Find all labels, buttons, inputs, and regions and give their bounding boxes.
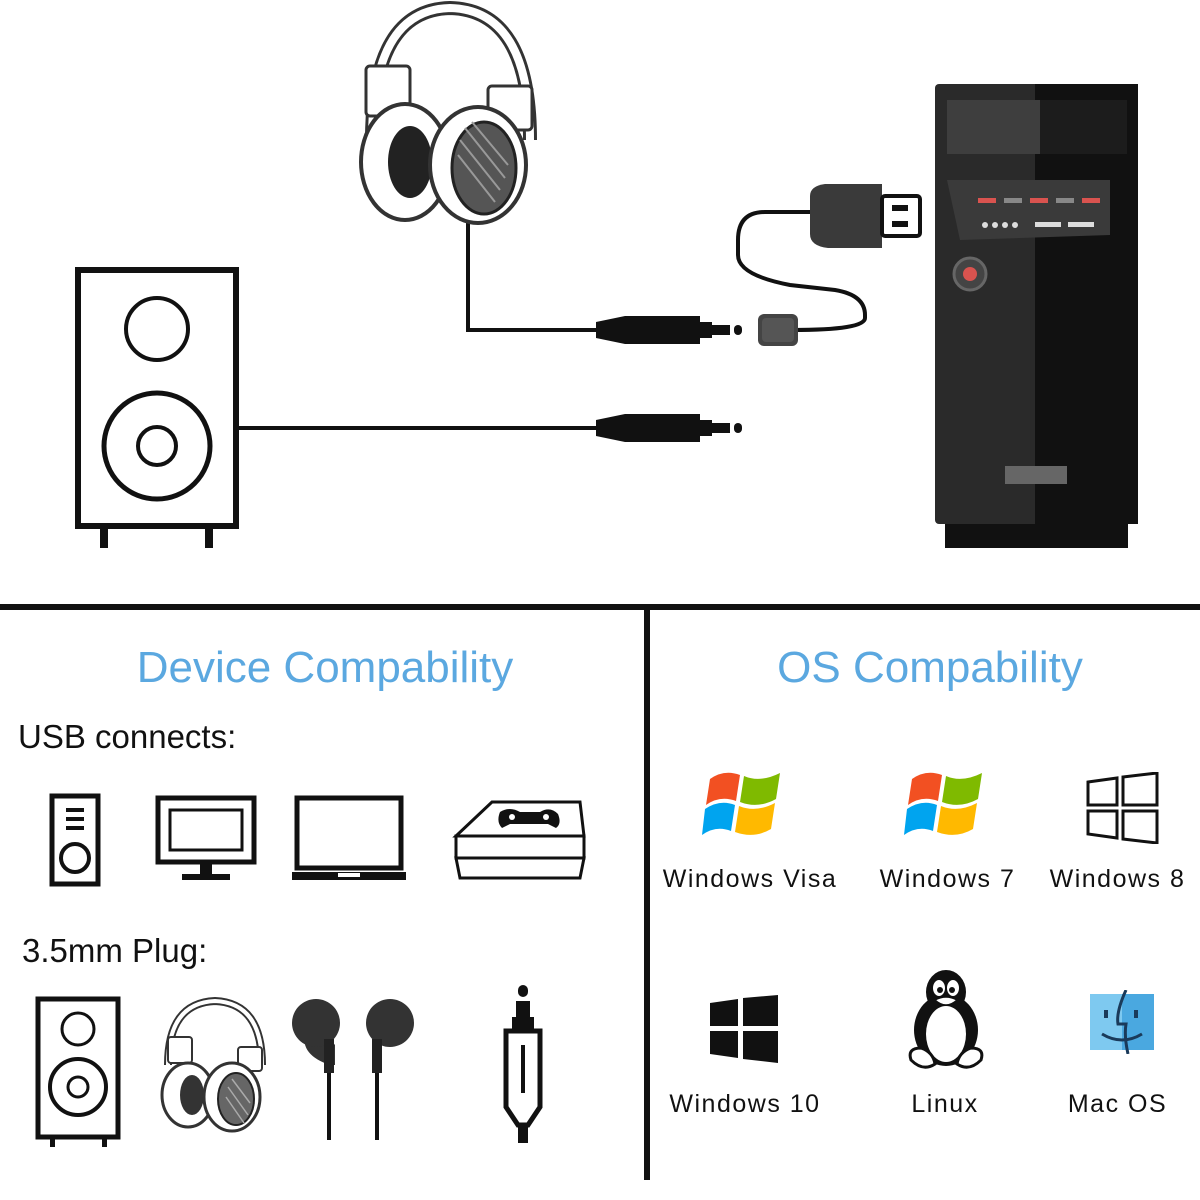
pc-tower-illustration-icon (935, 84, 1138, 548)
usb-connects-label: USB connects: (18, 718, 237, 755)
speaker-illustration-icon (75, 267, 239, 548)
os-label-linux: Linux (911, 1090, 979, 1118)
laptop-icon (292, 795, 406, 880)
earbuds-icon (292, 999, 414, 1140)
os-label-windows-7: Windows 7 (879, 865, 1016, 893)
windows-xp-flag-icon (702, 772, 780, 835)
tux-penguin-icon (908, 970, 984, 1069)
os-label-windows-10: Windows 10 (669, 1090, 821, 1118)
device-compatibility-title: Device Compability (136, 643, 514, 692)
pc-tower-icon (49, 793, 101, 887)
3.5mm-plug-label: 3.5mm Plug: (22, 932, 208, 969)
desktop-monitor-icon (155, 795, 257, 880)
vertical-divider (644, 610, 650, 1180)
small-headphones-icon (160, 996, 266, 1133)
headphone-3.5mm-jack-icon (596, 316, 742, 344)
plug-devices-row (35, 985, 543, 1147)
speaker-3.5mm-jack-icon (596, 414, 742, 442)
headphone-cable (466, 222, 598, 332)
os-compatibility-title: OS Compability (777, 643, 1083, 692)
mac-finder-icon (1090, 990, 1154, 1054)
headphones-illustration-icon (359, 0, 537, 225)
game-console-icon (452, 800, 586, 880)
usb-adapter-cable-icon (736, 184, 922, 346)
usb-devices-row (49, 793, 586, 887)
os-label-mac-os: Mac OS (1067, 1090, 1168, 1118)
vertical-3.5mm-jack-icon (503, 985, 543, 1143)
os-label-windows-vista: Windows Visa (662, 865, 838, 893)
small-speaker-icon (35, 996, 121, 1147)
windows-8-logo-icon (1086, 772, 1159, 844)
connection-illustration (75, 0, 1138, 548)
windows-7-flag-icon (904, 772, 982, 835)
os-label-windows-8: Windows 8 (1049, 865, 1186, 893)
windows-10-logo-icon (710, 995, 778, 1063)
horizontal-divider (0, 604, 1200, 610)
